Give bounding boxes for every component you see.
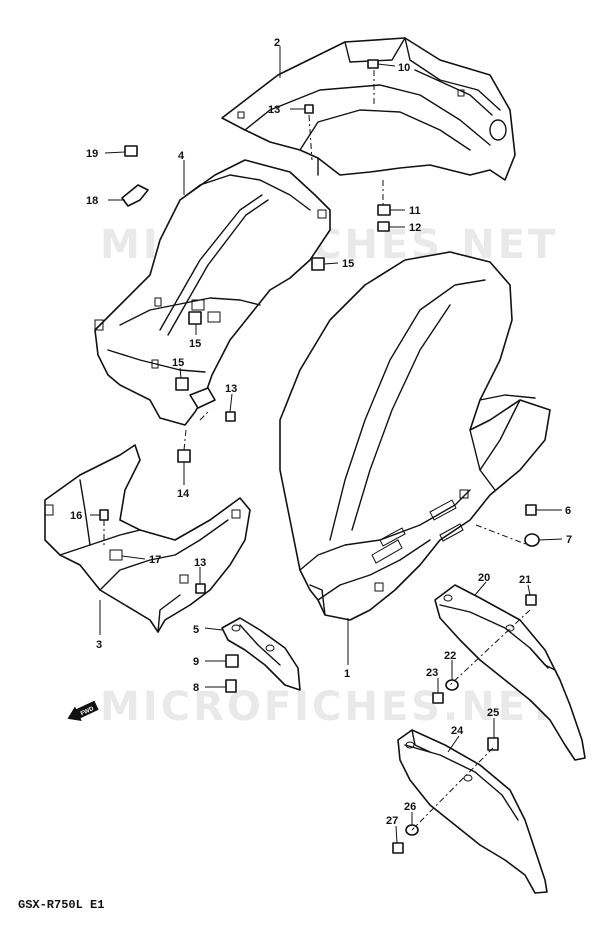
callout-20: 20 — [478, 572, 490, 584]
callout-23: 23 — [426, 667, 438, 679]
screw-6 — [525, 504, 537, 516]
watermark-bottom: MICROFICHES.NET — [100, 684, 558, 730]
clip-15b — [188, 311, 202, 325]
callout-13-top: 13 — [268, 104, 280, 116]
callout-1: 1 — [344, 668, 350, 680]
washer-22 — [445, 679, 459, 691]
callout-13-middle: 13 — [225, 383, 237, 395]
callout-12: 12 — [409, 222, 421, 234]
part-20-plate-bracket — [434, 584, 586, 761]
nut-11 — [377, 204, 391, 216]
callout-5: 5 — [193, 624, 199, 636]
callout-2: 2 — [274, 37, 280, 49]
callout-22: 22 — [444, 650, 456, 662]
part-1-rear-fender — [279, 251, 551, 621]
callout-4: 4 — [178, 150, 185, 162]
part-5-bracket — [221, 617, 301, 691]
assembly-lines — [103, 70, 531, 831]
callout-13-lower: 13 — [194, 557, 206, 569]
callout-24: 24 — [451, 725, 464, 737]
leader-lines — [90, 46, 563, 844]
callout-17: 17 — [149, 554, 161, 566]
nut-9 — [225, 654, 239, 668]
screw-16 — [99, 509, 109, 521]
callout-8: 8 — [193, 682, 199, 694]
part-3-splash-guard — [44, 444, 251, 633]
bolt-25 — [487, 737, 499, 751]
callout-14: 14 — [177, 488, 190, 500]
bolt-8 — [225, 679, 237, 693]
callout-3: 3 — [96, 639, 102, 651]
screw-13a — [304, 104, 314, 114]
nut-14 — [177, 449, 191, 463]
nut-27 — [392, 842, 404, 854]
part-4-inner-fender — [94, 159, 331, 426]
clip-18 — [121, 184, 149, 207]
callout-19: 19 — [86, 148, 98, 160]
callout-7: 7 — [566, 534, 572, 546]
callout-26: 26 — [404, 801, 416, 813]
clip-15c — [175, 377, 189, 391]
nut-23 — [432, 692, 444, 704]
clip-15a — [311, 257, 325, 271]
callout-18: 18 — [86, 195, 98, 207]
callout-21: 21 — [519, 574, 531, 586]
callout-15-middle: 15 — [189, 338, 201, 350]
callout-9: 9 — [193, 656, 199, 668]
front-direction-marker: FWD — [67, 700, 99, 721]
part-24-plate-bracket — [397, 729, 548, 894]
front-marker-label: FWD — [80, 706, 96, 717]
callout-6: 6 — [565, 505, 571, 517]
callout-27: 27 — [386, 815, 398, 827]
nut-12 — [377, 221, 390, 232]
clip-13b-bracket — [189, 387, 216, 409]
callout-25: 25 — [487, 707, 499, 719]
bolt-21 — [525, 594, 537, 606]
callout-10: 10 — [398, 62, 410, 74]
model-caption: GSX-R750L E1 — [18, 898, 104, 912]
callout-15-right: 15 — [342, 258, 354, 270]
callout-16: 16 — [70, 510, 82, 522]
screw-13b — [225, 411, 236, 422]
callout-15-left: 15 — [172, 357, 184, 369]
screw-13c — [195, 583, 206, 594]
callout-11: 11 — [409, 205, 421, 217]
callout-labels: 2 10 13 19 4 18 11 12 15 15 15 13 14 16 … — [70, 37, 572, 827]
part-2-upper-fender — [221, 37, 516, 181]
washer-7 — [524, 533, 540, 547]
bolt-10 — [367, 59, 379, 69]
bolt-19 — [124, 145, 138, 157]
